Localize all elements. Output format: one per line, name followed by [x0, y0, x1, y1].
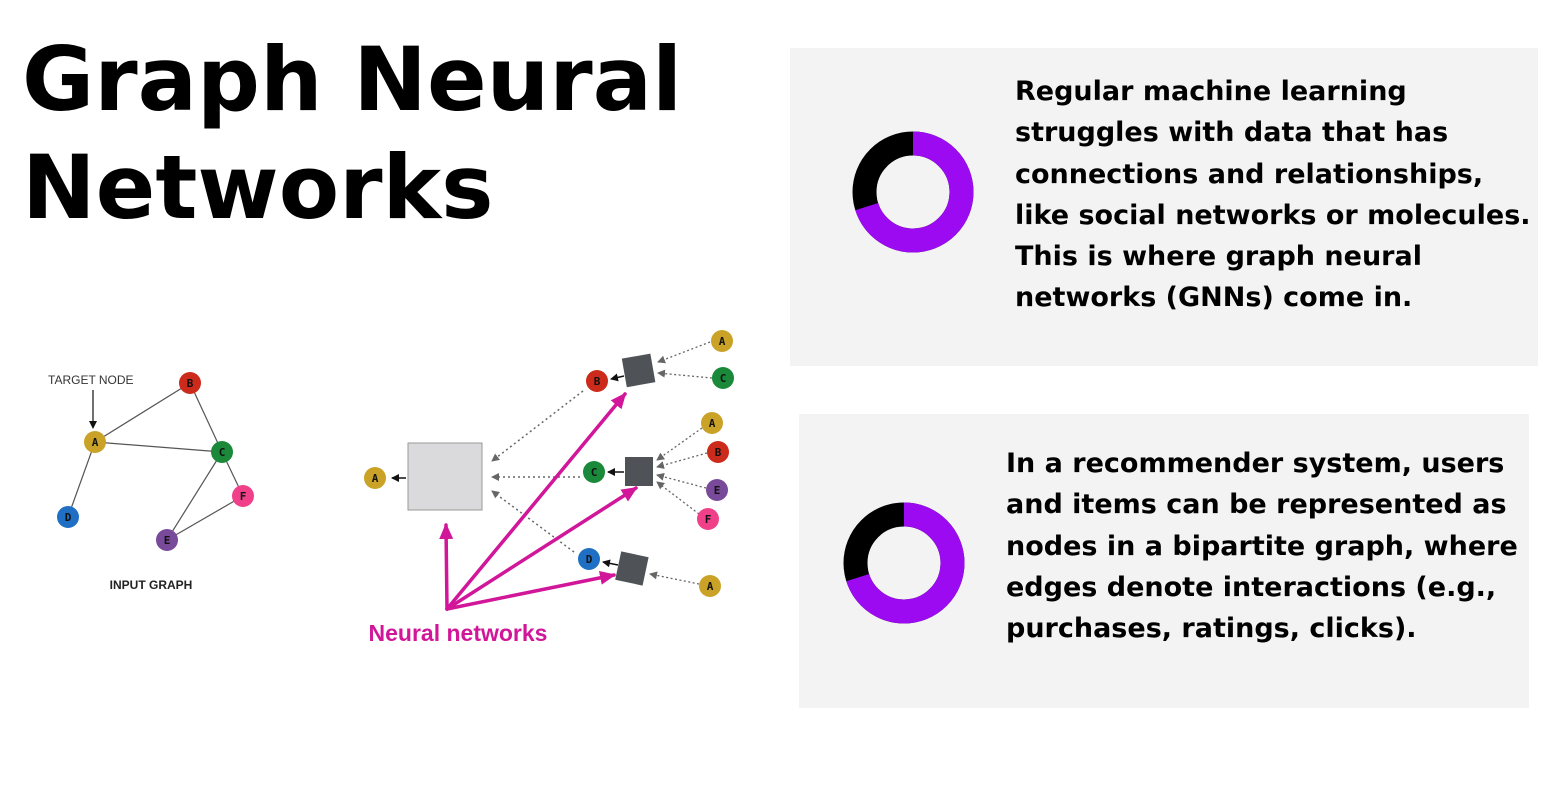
svg-text:C: C — [591, 466, 598, 479]
title-line-2: Networks — [22, 136, 494, 239]
svg-text:A: A — [92, 436, 99, 449]
input-node-e: E — [156, 529, 178, 551]
aggregator-box-b — [621, 353, 656, 388]
computation-graph: A B C D — [364, 330, 734, 646]
input-graph-label: INPUT GRAPH — [110, 578, 193, 592]
svg-text:A: A — [719, 335, 726, 348]
layer2-node-b: B — [707, 441, 729, 463]
neural-networks-label: Neural networks — [369, 620, 548, 646]
svg-text:C: C — [219, 446, 226, 459]
svg-text:B: B — [715, 446, 722, 459]
edge-e-f — [166, 495, 244, 541]
svg-text:A: A — [709, 417, 716, 430]
svg-text:E: E — [164, 534, 171, 547]
edge-a-c — [94, 441, 223, 453]
svg-text:D: D — [65, 511, 72, 524]
svg-text:B: B — [594, 375, 601, 388]
input-node-d: D — [57, 506, 79, 528]
gnn-diagram: TARGET NODE A B C D E — [48, 330, 734, 646]
svg-text:A: A — [707, 580, 714, 593]
layer1-node-c: C — [583, 461, 605, 483]
neural-network-arrows — [439, 392, 638, 611]
donut-1-arc — [852, 131, 974, 253]
svg-text:F: F — [705, 513, 712, 526]
layer2-node-c1: C — [712, 367, 734, 389]
input-node-c: C — [211, 441, 233, 463]
svg-text:D: D — [586, 553, 593, 566]
aggregator-box-c — [625, 457, 653, 486]
input-node-a: A — [84, 431, 106, 453]
target-node-label: TARGET NODE — [48, 373, 134, 387]
edge-a-d — [67, 441, 96, 518]
svg-text:B: B — [187, 377, 194, 390]
input-node-b: B — [179, 372, 201, 394]
input-node-f: F — [232, 485, 254, 507]
aggregation-box — [407, 442, 483, 511]
info-card-1: Regular machine learning struggles with … — [790, 48, 1538, 366]
edge-b-c — [189, 382, 223, 453]
layer2-node-a2: A — [701, 412, 723, 434]
layer2-node-f: F — [697, 508, 719, 530]
svg-text:C: C — [720, 372, 727, 385]
card-1-text: Regular machine learning struggles with … — [1015, 76, 1531, 314]
page-title: Graph Neural Networks — [22, 26, 682, 242]
donut-2-arc — [843, 502, 965, 624]
edge-c-e — [166, 451, 223, 541]
layer1-node-d: D — [578, 548, 600, 570]
donut-chart-1 — [852, 131, 974, 253]
svg-text:E: E — [714, 484, 721, 497]
layer2-node-e: E — [706, 479, 728, 501]
aggregator-box-d — [615, 551, 649, 586]
donut-chart-2 — [843, 502, 965, 624]
output-node-a: A — [364, 467, 386, 489]
card-2-text: In a recommender system, users and items… — [1006, 448, 1518, 645]
layer1-node-b: B — [586, 370, 608, 392]
info-card-2: In a recommender system, users and items… — [799, 414, 1529, 708]
title-line-1: Graph Neural — [22, 28, 683, 131]
svg-text:F: F — [240, 490, 247, 503]
layer2-node-a3: A — [699, 575, 721, 597]
svg-text:A: A — [372, 472, 379, 485]
layer2-node-a1: A — [711, 330, 733, 352]
input-graph: TARGET NODE A B C D E — [48, 372, 254, 592]
edge-a-b — [94, 382, 191, 443]
